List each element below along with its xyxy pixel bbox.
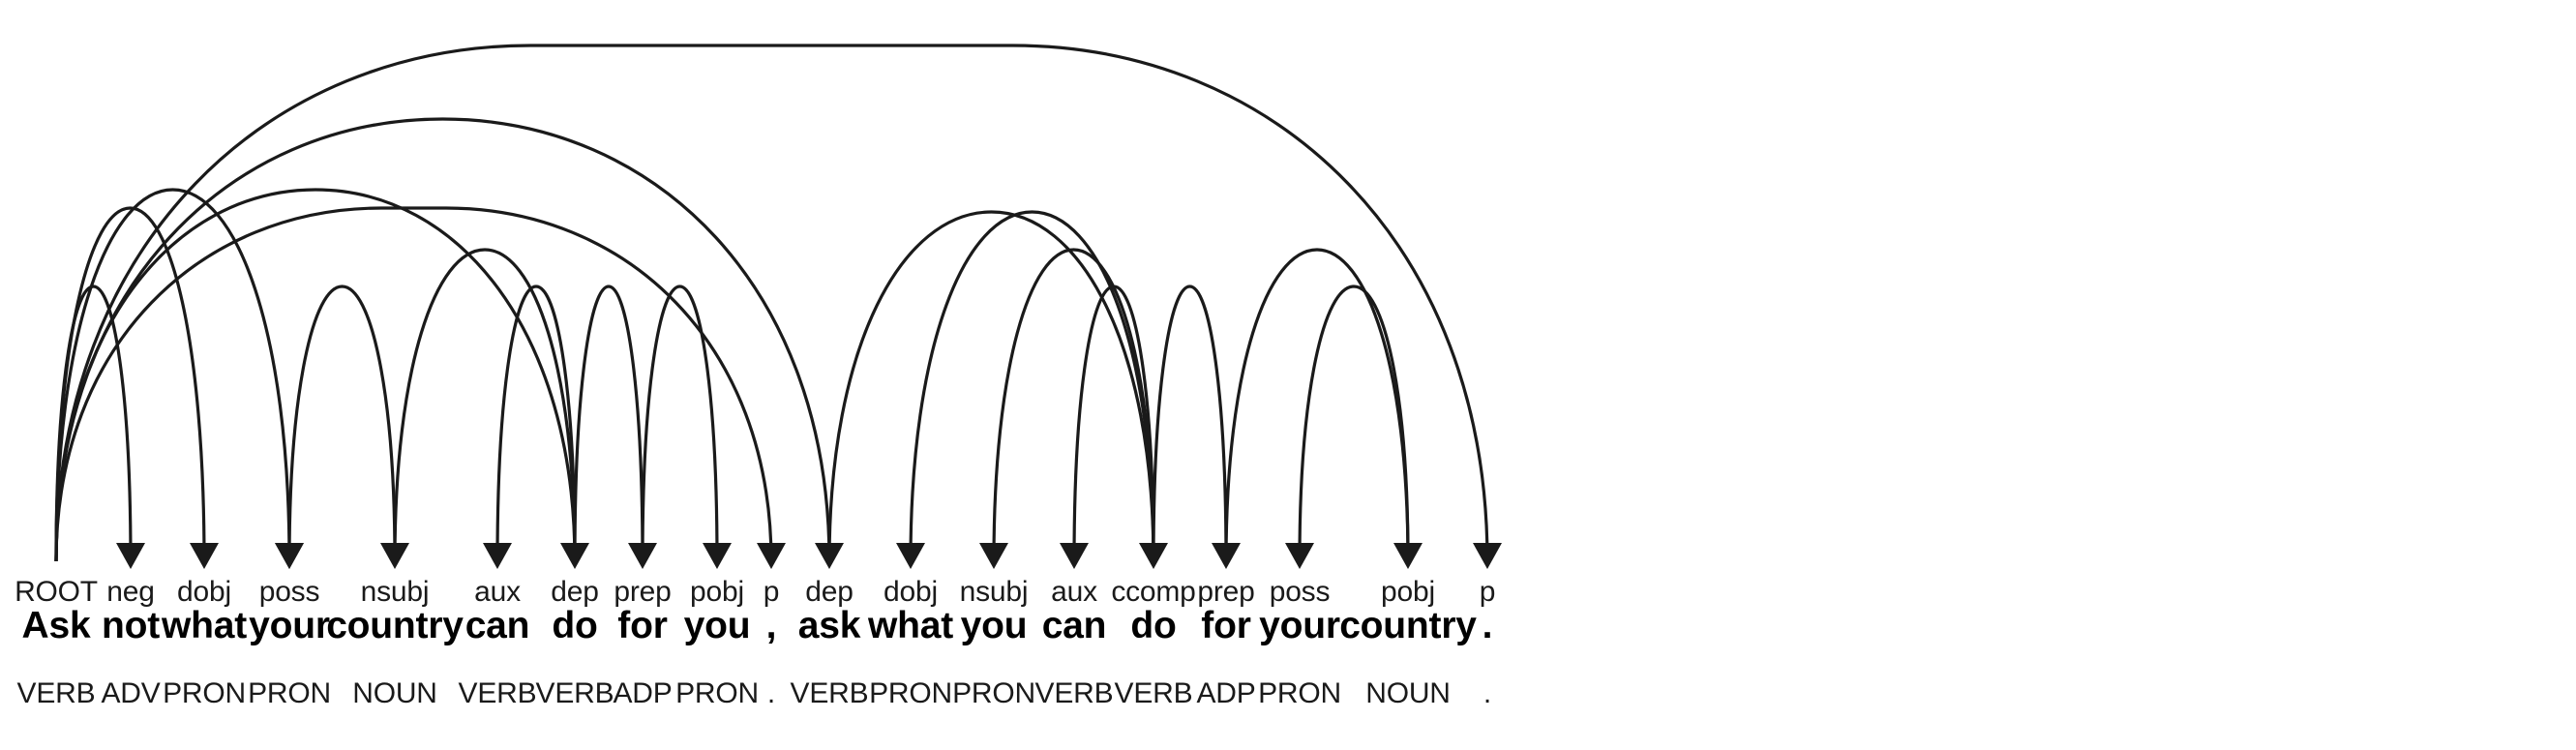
- token-word-0[interactable]: Ask: [21, 605, 91, 646]
- token-word-14[interactable]: do: [1130, 605, 1177, 646]
- token-word-12[interactable]: you: [960, 605, 1028, 646]
- dep-arc-poss-4-3: [275, 285, 397, 569]
- dep-label-18: p: [1479, 576, 1496, 608]
- token-word-13[interactable]: can: [1041, 605, 1107, 646]
- token-word-17[interactable]: country: [1339, 605, 1477, 646]
- token-word-10[interactable]: ask: [797, 605, 861, 646]
- token-word-15[interactable]: for: [1201, 605, 1251, 646]
- arrow-head-18: [1473, 543, 1502, 569]
- token-word-6[interactable]: do: [552, 605, 598, 646]
- dep-arc-p-0-9: [54, 206, 786, 569]
- dep-label-3: poss: [258, 576, 320, 608]
- dep-arc-aux-14-13: [1060, 285, 1155, 569]
- dep-arc-nsubj-6-4: [380, 248, 577, 569]
- pos-tag-15: ADP: [1196, 677, 1256, 709]
- arrow-head-12: [979, 543, 1008, 569]
- token-word-8[interactable]: you: [683, 605, 751, 646]
- arrow-head-9: [757, 543, 786, 569]
- pos-tag-11: PRON: [869, 677, 952, 709]
- pos-tag-12: PRON: [952, 677, 1035, 709]
- dep-label-7: prep: [614, 576, 672, 608]
- token-word-16[interactable]: your: [1259, 605, 1340, 646]
- dep-label-1: neg: [106, 576, 155, 608]
- dep-arc-pobj-15-17: [1224, 248, 1423, 569]
- arrow-head-13: [1060, 543, 1089, 569]
- arrow-head-17: [1285, 543, 1314, 569]
- dep-label-11: dobj: [884, 576, 938, 608]
- arrow-head-0: [116, 543, 145, 569]
- pos-tag-16: PRON: [1258, 677, 1341, 709]
- token-word-5[interactable]: can: [464, 605, 530, 646]
- dep-arc-ccomp-10-14: [827, 210, 1168, 569]
- arrow-head-4: [380, 543, 409, 569]
- pos-tag-10: VERB: [790, 677, 869, 709]
- arrow-head-5: [483, 543, 512, 569]
- pos-tag-2: PRON: [163, 677, 246, 709]
- dep-label-6: dep: [551, 576, 599, 608]
- dep-label-16: poss: [1269, 576, 1331, 608]
- token-word-11[interactable]: what: [867, 605, 954, 646]
- dep-arc-dep-0-6: [54, 188, 589, 569]
- pos-tag-8: PRON: [675, 677, 759, 709]
- pos-tag-18: .: [1483, 677, 1492, 709]
- pos-tag-5: VERB: [458, 677, 537, 709]
- pos-tag-6: VERB: [535, 677, 614, 709]
- token-word-18[interactable]: .: [1482, 605, 1493, 646]
- pos-tag-9: .: [766, 677, 776, 709]
- dep-label-14: ccomp: [1111, 576, 1196, 608]
- dep-label-17: pobj: [1381, 576, 1435, 608]
- pos-tag-1: ADV: [101, 677, 161, 709]
- pos-tag-3: PRON: [248, 677, 331, 709]
- pos-tag-17: NOUN: [1365, 677, 1451, 709]
- dep-label-5: aux: [474, 576, 521, 608]
- dep-label-15: prep: [1197, 576, 1255, 608]
- dep-label-2: dobj: [177, 576, 231, 608]
- arrow-head-11: [896, 543, 925, 569]
- pos-tag-0: VERB: [16, 677, 96, 709]
- dep-label-8: pobj: [690, 576, 744, 608]
- token-word-4[interactable]: country: [326, 605, 464, 646]
- dep-label-10: dep: [805, 576, 854, 608]
- dep-arc-dep-0-10: [54, 117, 844, 569]
- dep-label-12: nsubj: [959, 576, 1029, 608]
- dep-arc-prep-6-7: [573, 285, 657, 569]
- token-word-1[interactable]: not: [101, 605, 161, 646]
- dep-arc-nsubj-14-12: [979, 248, 1155, 569]
- arrow-head-8: [703, 543, 732, 569]
- dep-arc-pobj-7-8: [641, 285, 732, 569]
- token-word-7[interactable]: for: [617, 605, 668, 646]
- token-word-3[interactable]: your: [249, 605, 330, 646]
- pos-tag-4: NOUN: [352, 677, 437, 709]
- dep-label-13: aux: [1051, 576, 1097, 608]
- dep-arc-dobj-0-2: [54, 206, 219, 569]
- dep-arc-dobj-14-11: [896, 210, 1155, 569]
- pos-tag-7: ADP: [613, 677, 673, 709]
- arrow-head-3: [275, 543, 304, 569]
- dep-label-4: nsubj: [360, 576, 430, 608]
- dep-arc-aux-6-5: [483, 285, 577, 569]
- token-word-2[interactable]: what: [161, 605, 248, 646]
- pos-tag-14: VERB: [1114, 677, 1193, 709]
- dep-label-0: ROOT: [15, 576, 98, 608]
- dep-arc-p-0-18: [54, 44, 1502, 569]
- token-word-9[interactable]: ,: [765, 605, 777, 646]
- dep-arc-poss-17-16: [1285, 285, 1410, 569]
- pos-tag-13: VERB: [1034, 677, 1114, 709]
- dep-label-9: p: [763, 576, 780, 608]
- arrow-head-1: [190, 543, 219, 569]
